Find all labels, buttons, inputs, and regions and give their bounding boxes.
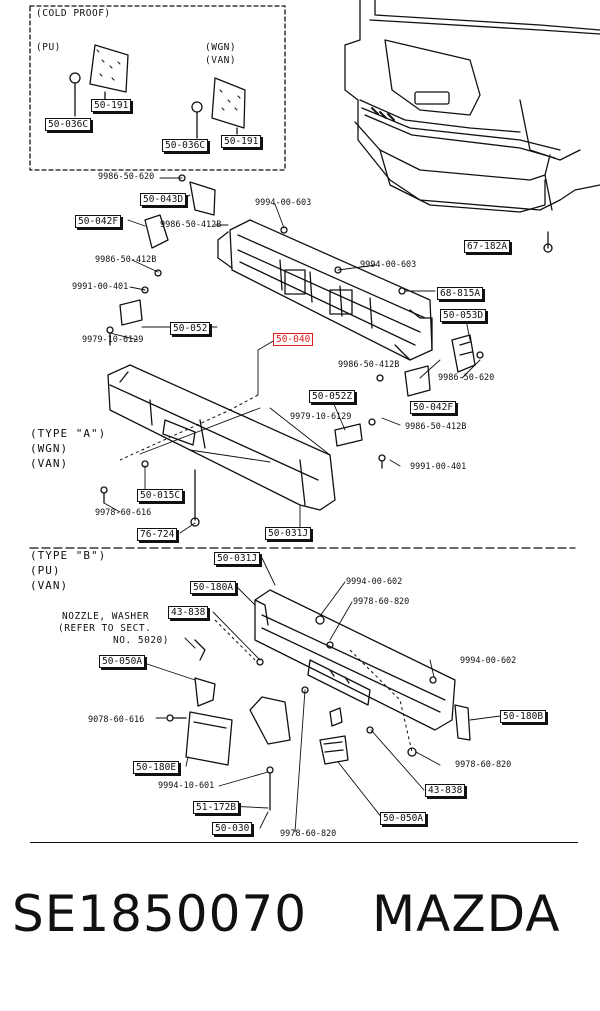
part-label: 50-052Z xyxy=(309,390,356,403)
part-label: 50-180E xyxy=(133,761,180,774)
part-label: 9986-50-412B xyxy=(95,255,157,265)
part-label: 50-015C xyxy=(137,489,184,502)
nozzle-note-line3: NO. 5020) xyxy=(113,635,169,646)
nozzle-note-line2: (REFER TO SECT. xyxy=(58,623,152,634)
bumper-type-a xyxy=(100,364,336,527)
type-a-van: (VAN) xyxy=(30,457,69,470)
cold-proof-title: (COLD PROOF) xyxy=(36,8,111,19)
part-label: 9986-50-620 xyxy=(98,172,155,182)
part-label: 9978-60-820 xyxy=(353,597,410,607)
type-b-title: (TYPE "B") xyxy=(30,549,107,562)
vehicle-rear xyxy=(344,0,600,253)
type-b-van: (VAN) xyxy=(30,579,69,592)
brand-name: MAZDA xyxy=(372,885,561,943)
nozzle-note-line1: NOZZLE, WASHER xyxy=(62,611,150,622)
part-label: 9994-10-601 xyxy=(158,781,215,791)
parts-diagram: (COLD PROOF) (PU) (WGN) (VAN) 50-191 50-… xyxy=(29,0,600,839)
part-label: 9994-00-603 xyxy=(360,260,417,270)
cold-proof-van: (VAN) xyxy=(205,55,237,66)
leader-lines xyxy=(103,177,501,833)
type-b-pu: (PU) xyxy=(30,564,61,577)
part-label: 50-031J xyxy=(265,527,312,540)
cold-proof-pu: (PU) xyxy=(36,42,61,53)
part-label: 9978-60-820 xyxy=(455,760,512,770)
part-label: 9978-60-616 xyxy=(95,508,152,518)
dashed-guides xyxy=(119,394,413,753)
part-label: 51-172B xyxy=(193,801,240,814)
bottom-rule xyxy=(30,842,578,843)
part-label: 50-050A xyxy=(99,655,146,668)
part-label: 50-191 xyxy=(91,99,132,112)
part-label: 9078-60-616 xyxy=(88,715,145,725)
end-caps xyxy=(166,599,471,811)
part-label: 50-052 xyxy=(170,322,211,335)
part-label: 50-036C xyxy=(45,118,92,131)
part-label: 43-838 xyxy=(168,606,209,619)
cold-proof-wgn: (WGN) xyxy=(205,42,237,53)
part-label: 9986-50-412B xyxy=(405,422,467,432)
bumper-type-b xyxy=(254,589,456,757)
type-a-wgn: (WGN) xyxy=(30,442,69,455)
left-brackets xyxy=(106,174,216,346)
type-a-title: (TYPE "A") xyxy=(30,427,107,440)
part-label: 50-042F xyxy=(410,401,457,414)
part-label: 50-191 xyxy=(221,135,262,148)
pu-pad xyxy=(89,44,129,93)
diagram-drawing xyxy=(29,0,600,833)
reinforcement-beam xyxy=(217,219,433,361)
part-label: 50-036C xyxy=(162,139,209,152)
part-label: 9986-50-620 xyxy=(438,373,495,383)
part-label: 9991-00-401 xyxy=(72,282,129,292)
part-label: 9994-00-603 xyxy=(255,198,312,208)
part-label: 9994-00-602 xyxy=(460,656,517,666)
part-label: 50-031J xyxy=(214,552,261,565)
part-label: 50-043D xyxy=(140,193,187,206)
part-label: 68-815A xyxy=(437,287,484,300)
part-label: 50-180A xyxy=(190,581,237,594)
part-label: 9979-10-6129 xyxy=(82,335,144,345)
part-label: 50-053D xyxy=(440,309,487,322)
caption: SE1850070 MAZDA xyxy=(0,885,600,975)
cold-proof-frame xyxy=(29,5,286,171)
part-label: 9978-60-820 xyxy=(280,829,337,839)
part-label: 76-724 xyxy=(137,528,178,541)
part-number: SE1850070 xyxy=(12,885,308,943)
part-label: 67-182A xyxy=(464,240,511,253)
part-label: 50-042F xyxy=(75,215,122,228)
wgn-pad xyxy=(211,77,246,129)
part-label: 9991-00-401 xyxy=(410,462,467,472)
part-label: 9986-50-412B xyxy=(160,220,222,230)
part-label: 50-050A xyxy=(380,812,427,825)
part-label: 9979-10-6129 xyxy=(290,412,352,422)
highlighted-part-label: 50-040 xyxy=(273,333,314,346)
part-label: 43-838 xyxy=(425,784,466,797)
part-label: 50-180B xyxy=(500,710,547,723)
part-label: 50-030 xyxy=(212,822,253,835)
part-label: 9994-00-602 xyxy=(346,577,403,587)
part-label: 9986-50-412B xyxy=(338,360,400,370)
